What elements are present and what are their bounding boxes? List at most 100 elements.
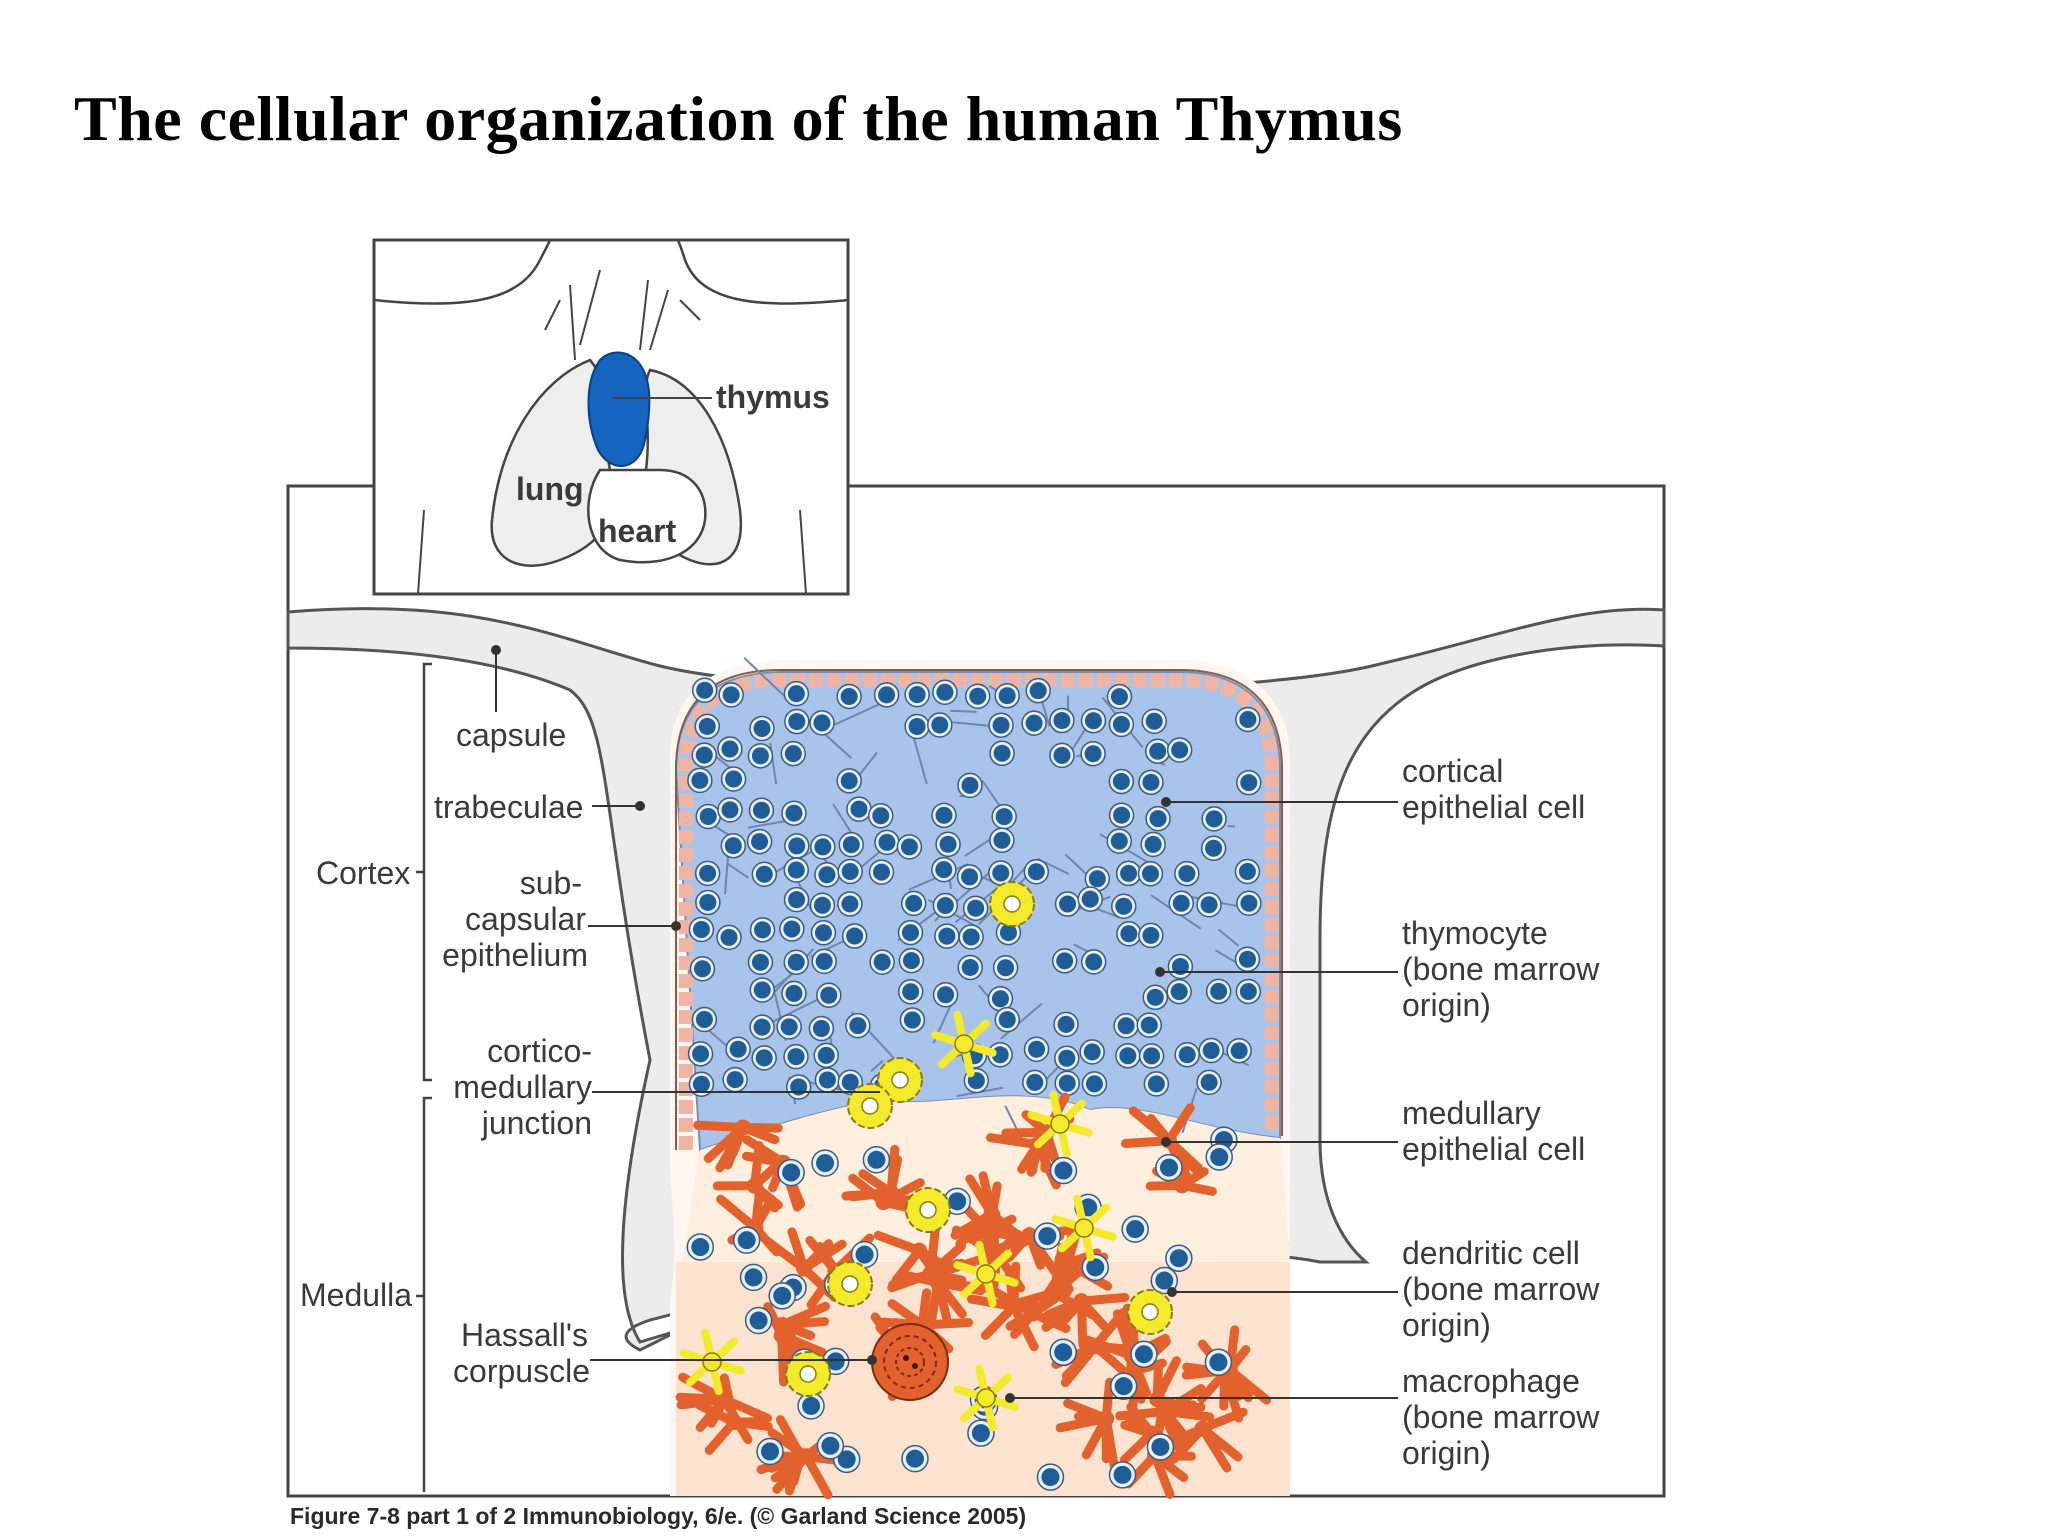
thymocyte-nucleus	[1146, 988, 1164, 1006]
medullary-epithelial-body	[1073, 1293, 1090, 1310]
thymocyte-nucleus	[905, 1449, 924, 1468]
medullary-epithelial-body	[883, 1184, 900, 1201]
cortical-epithelial-label-line-2: epithelial cell	[1402, 789, 1585, 825]
thymocyte-nucleus	[1115, 897, 1133, 915]
inset-thymus-label: thymus	[716, 379, 830, 415]
thymocyte-nucleus	[1240, 774, 1258, 792]
cortical-epithelial-process	[1217, 928, 1240, 947]
thymocyte-nucleus	[991, 990, 1009, 1008]
macrophage-nucleus	[891, 1071, 909, 1089]
thymocyte-nucleus	[1059, 895, 1077, 913]
thymocyte-nucleus	[1053, 712, 1071, 730]
thymocyte-nucleus	[962, 928, 980, 946]
thymocyte-nucleus	[691, 771, 709, 789]
page-title: The cellular organization of the human T…	[74, 83, 1403, 154]
medullary-epithelial-body	[1005, 1298, 1022, 1315]
medullary-epithelial-body	[1098, 1410, 1115, 1427]
thymocyte-nucleus	[1210, 982, 1228, 1000]
thymocyte-nucleus	[967, 899, 985, 917]
thymocyte-nucleus	[855, 1245, 874, 1264]
cortical-epithelial-process	[950, 709, 977, 713]
dendritic-cell-body	[976, 1388, 996, 1408]
thymocyte-nucleus	[1026, 1073, 1044, 1091]
thymocyte-nucleus	[1029, 682, 1047, 700]
thymocyte-nucleus	[692, 1075, 710, 1093]
thymocyte-nucleus	[1149, 742, 1167, 760]
thymocyte-nucleus	[1238, 950, 1256, 968]
thymocyte-nucleus	[1028, 1040, 1046, 1058]
thymocyte-nucleus	[948, 1192, 967, 1211]
medullary-epithelial-label-line-1: medullary	[1402, 1095, 1541, 1131]
thymocyte-nucleus	[1178, 865, 1196, 883]
thymocyte-nucleus	[1140, 1016, 1158, 1034]
thymocyte-nucleus	[787, 953, 805, 971]
thymocyte-nucleus	[1113, 806, 1131, 824]
thymocyte-nucleus	[814, 838, 832, 856]
cortical-epithelial-process	[726, 862, 749, 879]
thymocyte-nucleus	[841, 863, 859, 881]
thymocyte-nucleus	[749, 1311, 768, 1330]
thymocyte-nucleus	[1239, 982, 1257, 1000]
corticomedullary-label-line-2: medullary	[453, 1069, 592, 1105]
thymocyte-nucleus	[812, 1019, 830, 1037]
thymocyte-nucleus	[826, 1352, 845, 1371]
dendritic-label-line-1: dendritic cell	[1402, 1235, 1580, 1271]
medullary-epithelial-body	[796, 1260, 813, 1277]
thymocyte-nucleus	[818, 866, 836, 884]
subcapsular-epithelium-ring	[679, 673, 1279, 1150]
thymocyte-nucleus	[1238, 863, 1256, 881]
thymocyte-nucleus	[939, 835, 957, 853]
thymocyte-nucleus	[1056, 952, 1074, 970]
cortical-epithelial-process	[831, 700, 886, 727]
thymocyte-nucleus	[1172, 894, 1190, 912]
thymocyte-nucleus	[1117, 1017, 1135, 1035]
thymocyte-nucleus	[755, 865, 773, 883]
thymocyte-nucleus	[1058, 1049, 1076, 1067]
thymocyte-nucleus	[1170, 983, 1188, 1001]
thymocyte-nucleus	[873, 953, 891, 971]
medullary-epithelial-body	[734, 1119, 751, 1136]
thymocyte-nucleus	[1041, 1468, 1060, 1487]
hassalls-corpuscle	[871, 1323, 949, 1401]
thymocyte-nucleus	[905, 894, 923, 912]
thymocyte-nucleus	[900, 838, 918, 856]
medullary-epithelial-body	[774, 1316, 791, 1333]
thymocyte-nucleus	[753, 981, 771, 999]
corticomedullary-label-line-1: cortico-	[487, 1033, 592, 1069]
thymocyte-nucleus	[1084, 745, 1102, 763]
thymocyte-nucleus	[938, 927, 956, 945]
macrophage-nucleus	[799, 1365, 817, 1383]
thymocyte-nucleus	[1169, 1249, 1188, 1268]
thymocyte-nucleus	[992, 864, 1010, 882]
thymocyte-nucleus	[1178, 1046, 1196, 1064]
thymocyte-nucleus	[992, 716, 1010, 734]
medullary-epithelial-body	[911, 1242, 928, 1259]
thymocyte-nucleus	[931, 716, 949, 734]
macrophage-label-line-3: origin)	[1402, 1435, 1491, 1471]
thymocyte-nucleus	[720, 928, 738, 946]
thymocyte-nucleus	[1147, 1075, 1165, 1093]
medullary-epithelial-body	[792, 1447, 809, 1464]
thymocyte-nucleus	[878, 833, 896, 851]
inset-lung-label: lung	[516, 471, 584, 507]
thymocyte-nucleus	[751, 833, 769, 851]
thymocyte-nucleus	[1159, 1158, 1178, 1177]
thymocyte-nucleus	[816, 1154, 835, 1173]
thymocyte-nucleus	[813, 714, 831, 732]
dendritic-label-line-2: (bone marrow	[1402, 1271, 1600, 1307]
thymocyte-nucleus	[751, 953, 769, 971]
hassalls-label-line-2: corpuscle	[453, 1353, 590, 1389]
medullary-epithelial-body	[1194, 1420, 1211, 1437]
thymocyte-nucleus	[726, 1071, 744, 1089]
anatomy-inset	[372, 238, 850, 596]
dendritic-cell-body	[702, 1352, 722, 1372]
cortical-epithelial-process	[981, 779, 1002, 808]
thymocyte-nucleus	[1144, 835, 1162, 853]
thymus-organ-shape	[587, 351, 651, 467]
thymocyte-nucleus	[936, 897, 954, 915]
thymocyte-nucleus	[1145, 712, 1163, 730]
cortical-epithelial-process	[769, 998, 819, 1025]
thymocyte-nucleus	[1202, 1042, 1220, 1060]
thymocyte-nucleus	[961, 958, 979, 976]
